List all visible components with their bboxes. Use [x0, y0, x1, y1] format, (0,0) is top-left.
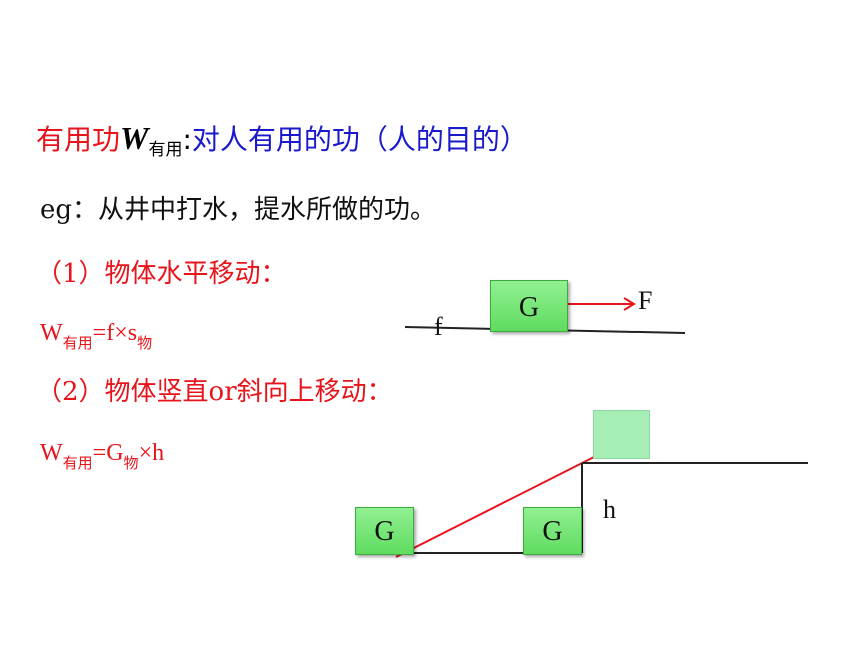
- block-g-label: G: [542, 516, 563, 547]
- formula-sub-useful: 有用: [62, 454, 93, 472]
- title-term: 有用功: [36, 123, 121, 156]
- title-definition: 对人有用的功（人的目的）: [191, 123, 528, 156]
- block-g-ramp: G: [355, 507, 414, 555]
- case1-heading: （1）物体水平移动：: [36, 259, 287, 289]
- formula-body: =G: [92, 440, 124, 466]
- block-g-label: G: [374, 516, 395, 547]
- example-text: eg：从井中打水，提水所做的功。: [40, 195, 437, 225]
- case2-formula: W有用=G物×h: [40, 435, 164, 473]
- title-symbol-subscript: 有用: [148, 140, 183, 160]
- height-label: h: [603, 495, 616, 524]
- title-symbol: W: [120, 120, 149, 156]
- force-label: F: [638, 286, 653, 315]
- formula-w: W: [40, 440, 63, 466]
- formula-sub-object: 物: [137, 334, 153, 352]
- case1-formula: W有用=f×s物: [40, 315, 152, 353]
- case2-heading: （2）物体竖直or斜向上移动：: [36, 377, 393, 407]
- formula-body: =f×s: [92, 320, 138, 346]
- ramp-line: [395, 456, 595, 558]
- block-g-horizontal: G: [490, 280, 568, 332]
- block-g-label: G: [518, 292, 540, 323]
- formula-sub-object: 物: [123, 454, 139, 472]
- title-colon: :: [182, 123, 192, 156]
- formula-tail: ×h: [138, 440, 165, 466]
- formula-w: W: [40, 320, 63, 346]
- block-raised-ghost: [593, 410, 650, 459]
- friction-label: f: [434, 312, 443, 341]
- formula-sub-useful: 有用: [62, 334, 93, 352]
- block-g-vertical: G: [523, 507, 582, 555]
- page-title: 有用功W有用:对人有用的功（人的目的）: [36, 118, 528, 164]
- force-arrowhead: [623, 297, 636, 311]
